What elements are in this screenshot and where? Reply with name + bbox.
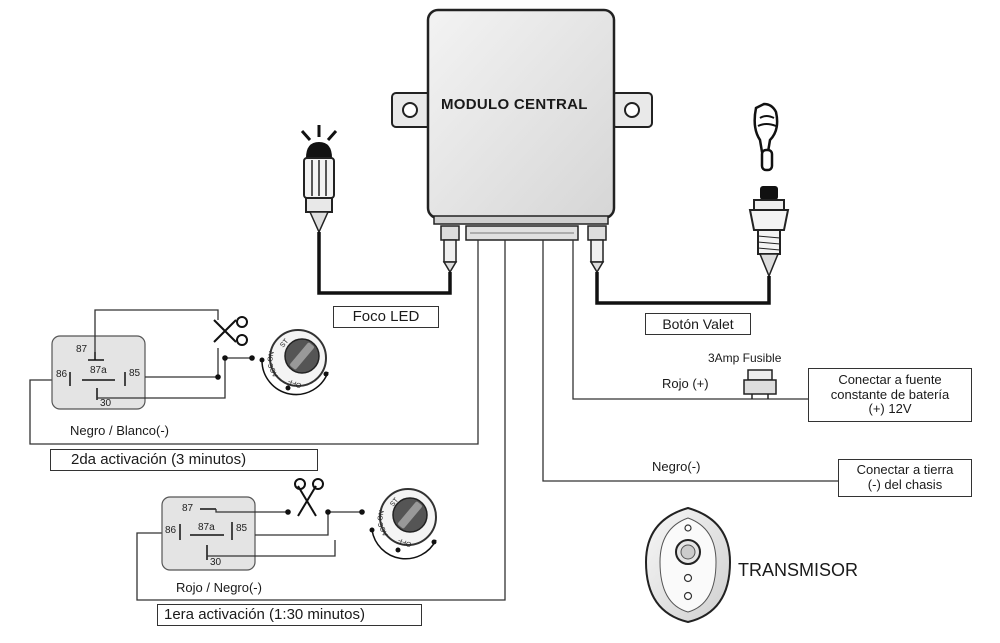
red-wire-label: Rojo (+) bbox=[662, 376, 709, 391]
relay-top-pin-85: 85 bbox=[129, 368, 141, 379]
transmitter-remote-icon bbox=[644, 506, 732, 624]
battery-line3: (+) 12V bbox=[868, 401, 912, 417]
battery-line1: Conectar a fuente bbox=[838, 371, 942, 387]
ign-top-st: ST bbox=[279, 337, 291, 349]
black-wire-label: Negro(-) bbox=[652, 459, 701, 474]
ign-top-off: OFF bbox=[287, 377, 303, 388]
relay-top-pin-87: 87 bbox=[76, 344, 88, 355]
relay-bottom-pin-86: 86 bbox=[165, 525, 177, 536]
second-activation-label: 2da activación (3 minutos) bbox=[71, 451, 247, 469]
relay-bottom bbox=[161, 496, 256, 571]
relay-top-pin-30: 30 bbox=[100, 398, 112, 409]
module-title: MODULO CENTRAL bbox=[441, 96, 588, 113]
valet-label-box: Botón Valet bbox=[645, 313, 751, 335]
led-label-box: Foco LED bbox=[333, 306, 439, 328]
relay-top-pin-86: 86 bbox=[56, 369, 68, 380]
ign-bottom-off: OFF bbox=[397, 536, 413, 547]
scissors-icon-bottom bbox=[294, 478, 324, 517]
ground-connect-box: Conectar a tierra (-) del chasis bbox=[838, 459, 972, 497]
ignition-switch-bottom bbox=[369, 488, 437, 560]
black-white-wire bbox=[29, 240, 479, 445]
relay-bottom-wiring bbox=[207, 509, 362, 557]
red-power-wire bbox=[572, 240, 808, 400]
led-plug-connector bbox=[440, 225, 460, 274]
first-activation-box: 1era activación (1:30 minutos) bbox=[157, 604, 422, 626]
relay-bottom-pin-87a: 87a bbox=[198, 522, 215, 533]
ignition-switch-top bbox=[259, 329, 329, 396]
battery-connect-box: Conectar a fuente constante de batería (… bbox=[808, 368, 972, 422]
red-black-wire bbox=[136, 240, 506, 601]
relay-bottom-pin-30: 30 bbox=[210, 557, 222, 568]
valet-label: Botón Valet bbox=[662, 315, 734, 332]
central-module bbox=[391, 8, 653, 241]
valet-button-icon bbox=[748, 186, 790, 278]
led-lamp-icon bbox=[300, 125, 338, 234]
pointing-hand-icon bbox=[753, 102, 779, 172]
first-activation-label: 1era activación (1:30 minutos) bbox=[164, 606, 365, 624]
fuse-label: 3Amp Fusible bbox=[708, 351, 782, 365]
battery-line2: constante de batería bbox=[830, 386, 950, 402]
ground-line2: (-) del chasis bbox=[867, 477, 943, 492]
scissors-icon-top bbox=[213, 316, 248, 346]
ign-bottom-st: ST bbox=[389, 496, 401, 508]
ground-line1: Conectar a tierra bbox=[856, 462, 954, 478]
relay-bottom-pin-85: 85 bbox=[236, 523, 248, 534]
valet-wire bbox=[595, 272, 771, 305]
valet-plug-connector bbox=[587, 225, 607, 274]
black-ground-wire bbox=[542, 240, 838, 482]
relay-top-pin-87a: 87a bbox=[90, 365, 107, 376]
ign-top-on: ON bbox=[267, 351, 276, 363]
led-label: Foco LED bbox=[352, 308, 420, 326]
fuse-icon bbox=[743, 369, 777, 399]
relay-bottom-pin-87: 87 bbox=[182, 503, 194, 514]
led-wire bbox=[317, 232, 452, 295]
transmitter-label: TRANSMISOR bbox=[738, 560, 859, 580]
second-activation-box: 2da activación (3 minutos) bbox=[50, 449, 318, 471]
relay-top-wire-label: Negro / Blanco(-) bbox=[70, 423, 169, 438]
ign-bottom-on: ON bbox=[377, 510, 386, 522]
relay-bottom-wire-label: Rojo / Negro(-) bbox=[176, 580, 262, 595]
